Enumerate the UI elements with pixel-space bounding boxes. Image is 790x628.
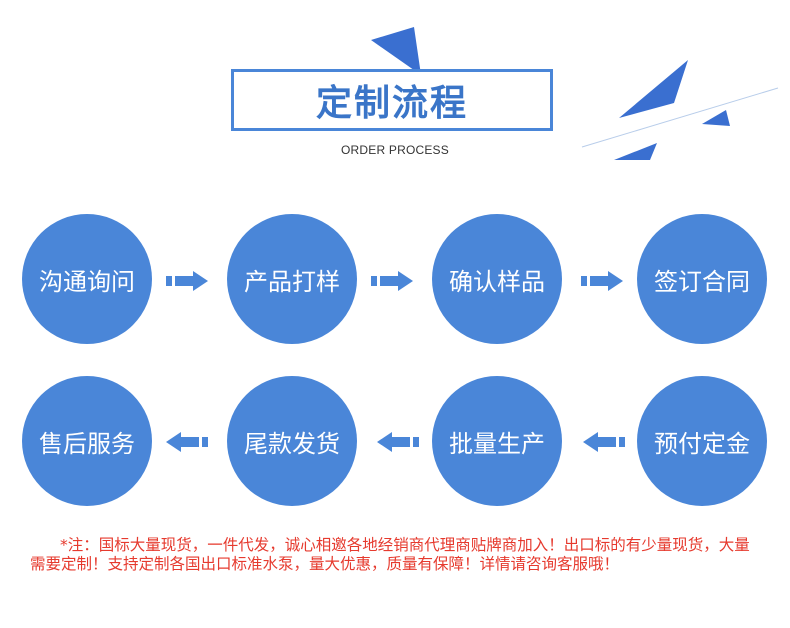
step-circle-1: 沟通询问 (22, 214, 152, 344)
arrow-left-icon (166, 432, 208, 452)
page-subtitle: ORDER PROCESS (341, 143, 449, 157)
step-circle-4: 签订合同 (637, 214, 767, 344)
arrow-left-icon (583, 432, 625, 452)
decor-triangle-large (619, 60, 688, 118)
arrow-right-icon (371, 271, 413, 291)
arrow-left-icon (377, 432, 419, 452)
step-circle-6: 批量生产 (432, 376, 562, 506)
step-circle-5: 预付定金 (637, 376, 767, 506)
arrow-right-icon (581, 271, 623, 291)
decor-triangle-small (702, 110, 730, 126)
decor-triangle-top (371, 27, 421, 75)
step-circle-3: 确认样品 (432, 214, 562, 344)
title-box: 定制流程 (231, 69, 553, 131)
footnote: *注：国标大量现货，一件代发，诚心相邀各地经销商代理商贴牌商加入！出口标的有少量… (30, 536, 750, 573)
arrow-right-icon (166, 271, 208, 291)
step-circle-8: 售后服务 (22, 376, 152, 506)
step-circle-2: 产品打样 (227, 214, 357, 344)
page-title: 定制流程 (315, 83, 468, 124)
step-circle-7: 尾款发货 (227, 376, 357, 506)
decor-line (581, 87, 779, 148)
